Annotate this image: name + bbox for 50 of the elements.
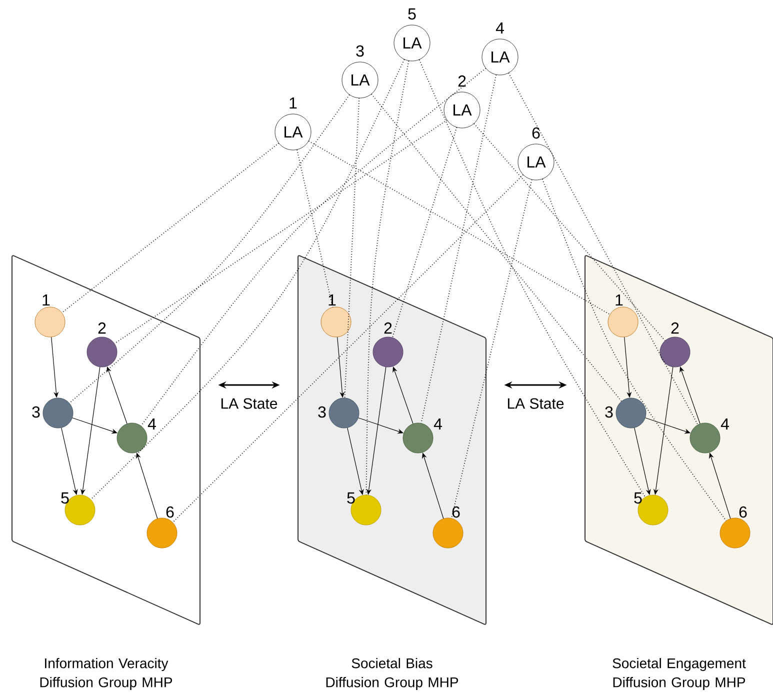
dotted-link xyxy=(392,126,458,338)
arrow xyxy=(136,452,158,519)
dotted-link xyxy=(508,72,698,426)
dotted-link xyxy=(474,123,666,342)
dotted-link xyxy=(420,74,497,424)
automaton-number: 3 xyxy=(356,45,364,57)
automaton-number: 6 xyxy=(532,127,540,139)
node-number: 4 xyxy=(148,418,156,430)
arrow xyxy=(422,452,444,519)
node-number: 5 xyxy=(347,492,355,504)
node-number: 3 xyxy=(32,406,40,418)
edge-label: LA State xyxy=(219,397,279,410)
dotted-link xyxy=(140,68,486,426)
dotted-link xyxy=(344,98,360,398)
dotted-link xyxy=(172,174,524,523)
node-number: 6 xyxy=(452,506,460,518)
automaton-number: 1 xyxy=(290,98,297,108)
dotted-link xyxy=(542,178,727,522)
node-number: 1 xyxy=(616,294,623,306)
dotted-link xyxy=(296,149,334,308)
node-number: 1 xyxy=(42,294,50,306)
node-number: 4 xyxy=(434,418,442,430)
node-number: 6 xyxy=(166,506,174,518)
node-number: 4 xyxy=(720,418,729,430)
panel-caption: Societal Bias Diffusion Group MHP xyxy=(326,658,458,690)
dotted-link xyxy=(418,59,646,498)
edge-label: LA State xyxy=(506,397,566,410)
dotted-link xyxy=(68,94,350,404)
node-number: 1 xyxy=(328,294,336,306)
dotted-link xyxy=(90,58,405,500)
node-number: 5 xyxy=(61,492,69,504)
node-number: 3 xyxy=(318,406,326,418)
automaton-number: 2 xyxy=(458,75,466,87)
dotted-link xyxy=(61,142,280,314)
node-number: 3 xyxy=(605,406,613,418)
node-number: 2 xyxy=(384,322,392,334)
node-number: 5 xyxy=(634,492,642,504)
dotted-link xyxy=(371,94,622,402)
node-number: 2 xyxy=(671,322,679,334)
panel-caption: Societal Engagement Diffusion Group MHP xyxy=(612,658,746,690)
node-number: 6 xyxy=(739,506,747,518)
node-number: 2 xyxy=(98,322,106,334)
dotted-link xyxy=(308,140,610,315)
panel-caption: Information Veracity Diffusion Group MHP xyxy=(40,658,172,690)
arrow xyxy=(709,452,731,519)
dotted-link xyxy=(114,120,448,344)
dotted-link xyxy=(366,60,410,496)
automaton-number: 5 xyxy=(408,8,416,20)
automaton-number: 4 xyxy=(496,22,504,34)
dotted-link xyxy=(451,179,532,519)
